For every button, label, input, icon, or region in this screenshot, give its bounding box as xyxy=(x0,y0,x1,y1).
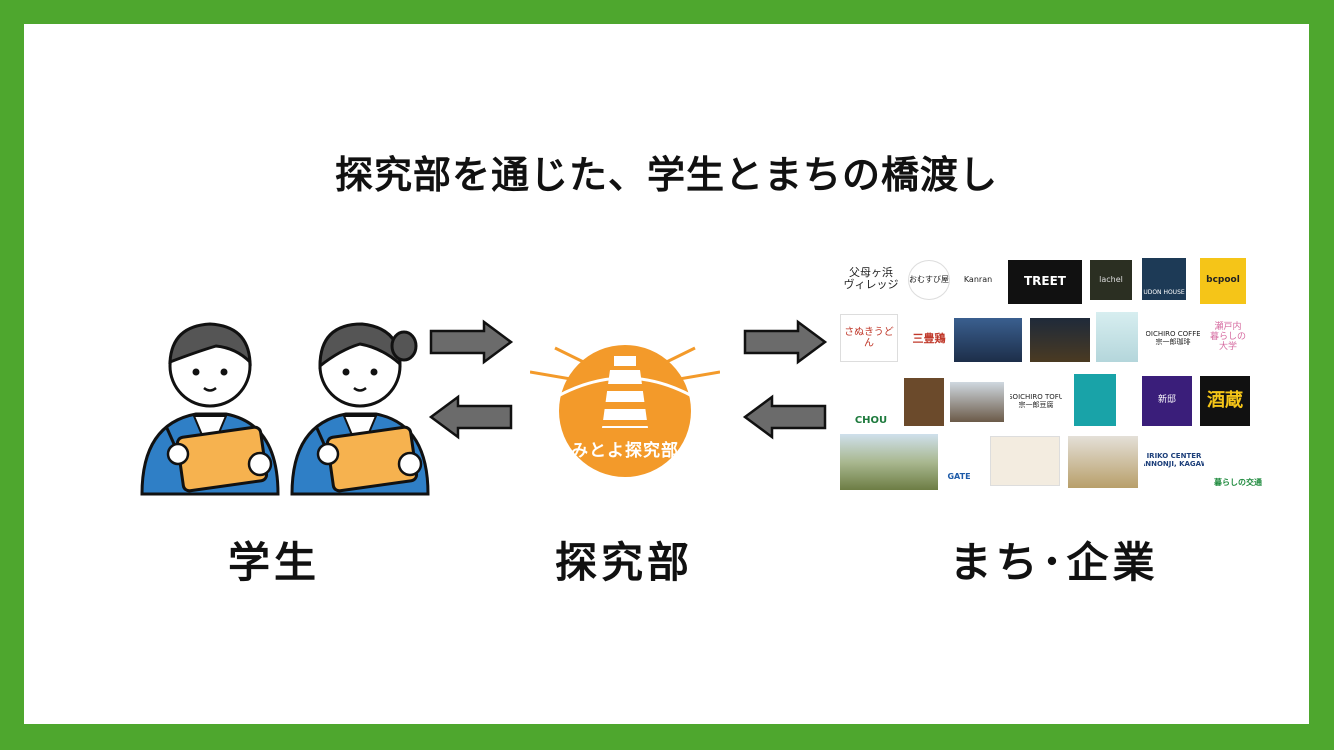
partner-photo xyxy=(950,382,1004,422)
label-town: まち･企業 xyxy=(949,538,1159,587)
partner-logo: TREET xyxy=(1008,260,1082,304)
partner-flyer xyxy=(990,436,1060,486)
partner-photo xyxy=(1030,318,1090,362)
partner-logo: UDON HOUSE xyxy=(1142,258,1186,300)
lighthouse-icon xyxy=(529,345,721,477)
slide: 探究部を通じた、学生とまちの橋渡し xyxy=(24,24,1309,724)
partner-logo: 三豊鶏 xyxy=(906,316,952,362)
slide-title: 探究部を通じた、学生とまちの橋渡し xyxy=(334,153,998,197)
student-girl-icon xyxy=(290,322,430,496)
arrow-right-icon xyxy=(429,319,514,365)
partner-logo: さぬきうどん xyxy=(840,314,898,362)
partner-logo: CHOU xyxy=(846,376,896,426)
partner-logo-grid: 父母ヶ浜 ヴィレッジ おむすび屋 Kanran TREET lachel UDO… xyxy=(840,256,1266,491)
students-illustration xyxy=(136,304,446,508)
partner-logo: 新邸 xyxy=(1142,376,1192,426)
partner-logo: 瀬戸内 暮らしの 大学 xyxy=(1206,312,1250,364)
partner-photo xyxy=(904,378,944,426)
partner-photo xyxy=(840,434,938,490)
partner-logo: bcpool xyxy=(1200,258,1246,304)
partner-logo: 酒蔵 xyxy=(1200,376,1250,426)
logo-text: みとよ探究部 xyxy=(571,441,679,461)
partner-logo: 父母ヶ浜 ヴィレッジ xyxy=(840,256,902,302)
tankyubu-logo: みとよ探究部 xyxy=(529,316,721,490)
partner-logo: 暮らしの交通 xyxy=(1212,436,1264,488)
partner-logo: lachel xyxy=(1090,260,1132,300)
partner-photo xyxy=(954,318,1022,362)
partner-photo xyxy=(1074,374,1116,426)
arrow-right-icon xyxy=(743,319,828,365)
label-club: 探究部 xyxy=(554,538,693,587)
partner-logo: Kanran xyxy=(956,260,1000,300)
partner-logo: SOICHIRO TOFU 宗一郎豆腐 xyxy=(1010,376,1062,428)
arrow-left-icon xyxy=(428,394,513,440)
partner-logo: SOICHIRO COFFEE 宗一郎珈琲 xyxy=(1146,314,1200,364)
partner-logo: GATE xyxy=(946,448,972,482)
label-students: 学生 xyxy=(227,538,320,587)
partner-photo xyxy=(1096,312,1138,362)
student-boy-icon xyxy=(140,322,280,496)
partner-logo: IRIKO CENTER KANNONJI, KAGAWA xyxy=(1144,438,1204,484)
partner-photo xyxy=(1068,436,1138,488)
partner-logo: おむすび屋 xyxy=(908,260,950,300)
arrow-left-icon xyxy=(742,394,827,440)
